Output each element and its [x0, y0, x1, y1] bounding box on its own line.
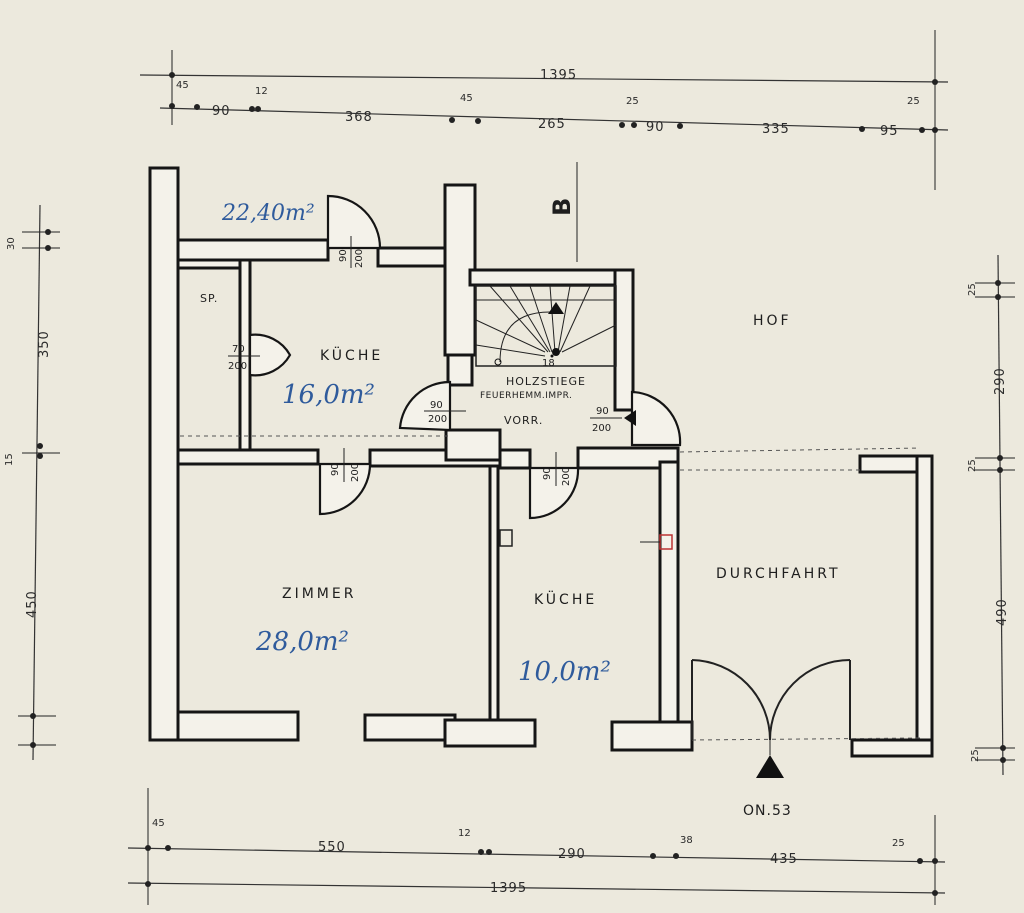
left-seg-1: 30: [6, 237, 17, 250]
svg-text:90: 90: [338, 249, 349, 262]
top-seg-4: 368: [345, 110, 373, 125]
walls: [148, 166, 934, 758]
svg-text:90: 90: [542, 467, 553, 480]
door-labels: 90 200 70 200 90 200 90 200 90 200 90 20…: [228, 236, 636, 486]
bottom-seg-4: 290: [558, 847, 586, 862]
door-label-3: 90 200: [424, 400, 466, 425]
left-seg-2: 350: [37, 330, 52, 358]
top-dimensions: 1395 45 90 12 368 45 265 25 90 335 25 95: [139, 30, 949, 190]
door-label-4: 90 200: [330, 448, 361, 482]
svg-text:90: 90: [330, 463, 341, 476]
bottom-seg-3: 12: [458, 828, 471, 839]
bottom-seg-2: 550: [318, 840, 346, 855]
area-kueche-top: 16,0m²: [282, 380, 375, 410]
bottom-seg-6: 435: [770, 852, 798, 867]
area-labels: 22,40m² 16,0m² 28,0m² 10,0m²: [221, 201, 611, 687]
top-total-label: 1395: [540, 68, 577, 83]
area-top-left: 22,40m²: [221, 201, 315, 226]
left-dimensions: 30 350 15 450: [4, 204, 60, 761]
room-kueche-top: KÜCHE: [320, 346, 383, 364]
entrance-arrow: [756, 740, 784, 778]
top-seg-3: 12: [255, 86, 268, 97]
top-seg-11: 95: [880, 124, 899, 139]
left-seg-3: 15: [4, 453, 15, 466]
area-zimmer: 28,0m²: [255, 627, 349, 657]
svg-text:200: 200: [354, 249, 365, 268]
stair-number: 18: [542, 358, 555, 369]
bottom-seg-5: 38: [680, 835, 693, 846]
bottom-seg-1: 45: [152, 818, 165, 829]
staircase: [475, 285, 617, 367]
stair-label-line2: FEUERHEMM.IMPR.: [480, 391, 572, 401]
right-seg-4: 490: [995, 598, 1010, 626]
door-label-6: 90 200: [590, 406, 636, 434]
right-seg-3: 25: [967, 459, 978, 472]
room-kueche-bottom: KÜCHE: [534, 590, 597, 608]
room-vorraum: VORR.: [504, 414, 543, 427]
door-label-2: 70 200: [228, 344, 260, 372]
top-seg-7: 25: [626, 96, 639, 107]
top-seg-9: 335: [762, 122, 790, 137]
room-hof: HOF: [753, 313, 792, 329]
room-speis: SP.: [200, 292, 218, 305]
svg-text:90: 90: [596, 406, 609, 417]
svg-text:200: 200: [428, 414, 447, 425]
stair-label-line1: HOLZSTIEGE: [506, 375, 586, 388]
left-seg-4: 450: [25, 590, 40, 618]
top-seg-2: 90: [212, 104, 231, 119]
hidden-lines: [180, 162, 921, 741]
door-label-1: 90 200: [338, 236, 365, 268]
right-seg-5: 25: [970, 749, 981, 762]
door-label-5: 90 200: [542, 452, 572, 486]
svg-text:70: 70: [232, 344, 245, 355]
top-seg-10: 25: [907, 96, 920, 107]
svg-text:90: 90: [430, 400, 443, 411]
area-kueche-bottom: 10,0m²: [518, 657, 611, 687]
bottom-total-label: 1395: [490, 881, 527, 896]
room-labels: HOF KÜCHE ZIMMER KÜCHE DURCHFAHRT VORR. …: [200, 198, 841, 819]
right-seg-1: 25: [967, 283, 978, 296]
svg-text:200: 200: [350, 463, 361, 482]
room-zimmer: ZIMMER: [282, 586, 356, 602]
top-seg-6: 265: [538, 117, 566, 132]
top-seg-5: 45: [460, 93, 473, 104]
top-seg-1: 45: [176, 80, 189, 91]
bottom-seg-7: 25: [892, 838, 905, 849]
room-durchfahrt: DURCHFAHRT: [716, 566, 841, 582]
right-seg-2: 290: [993, 367, 1008, 395]
bottom-dimensions: 45 550 12 290 38 435 25 1395: [127, 788, 946, 905]
top-seg-8: 90: [646, 120, 665, 135]
entrance-label: ON.53: [743, 803, 792, 819]
doors: [248, 194, 851, 741]
svg-text:200: 200: [561, 467, 572, 486]
svg-text:200: 200: [228, 361, 247, 372]
svg-text:200: 200: [592, 423, 611, 434]
fixtures: [499, 354, 673, 550]
right-dimensions: 25 290 25 490 25: [967, 254, 1015, 776]
section-marker: B: [548, 198, 576, 216]
